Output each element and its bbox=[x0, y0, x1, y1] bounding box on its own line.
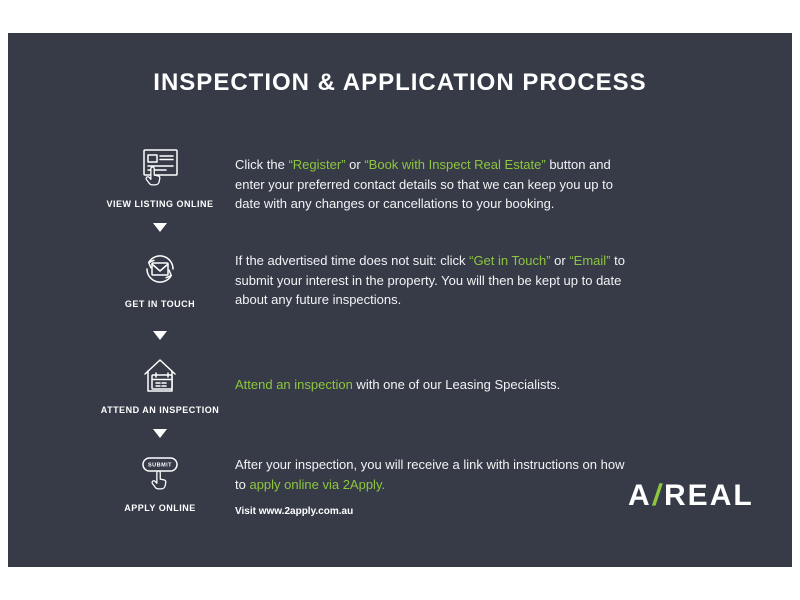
submit-button-text: SUBMIT bbox=[148, 463, 172, 469]
arrow-down-icon bbox=[100, 331, 220, 340]
step-3-description: Attend an inspection with one of our Lea… bbox=[235, 377, 561, 392]
step-1-description: Click the “Register” or “Book with Inspe… bbox=[235, 157, 613, 211]
areal-logo: A / REAL bbox=[628, 479, 754, 513]
arrow-triangle bbox=[153, 429, 167, 438]
apply-online-icon: SUBMIT bbox=[142, 457, 178, 490]
step-1-label: VIEW LISTING ONLINE bbox=[106, 199, 214, 209]
step-4-text-cell: After your inspection, you will receive … bbox=[235, 455, 637, 519]
step-2-label: GET IN TOUCH bbox=[124, 299, 196, 309]
view-listing-icon bbox=[143, 149, 178, 186]
step-3-label: ATTEND AN INSPECTION bbox=[100, 405, 220, 415]
hand-pointer-icon bbox=[151, 470, 167, 490]
step-1-icon-cell: VIEW LISTING ONLINE bbox=[100, 145, 220, 209]
attend-inspection-icon bbox=[144, 359, 176, 392]
step-4-description: After your inspection, you will receive … bbox=[235, 457, 625, 492]
logo-text-real: REAL bbox=[664, 479, 754, 512]
step-3-icon-cell: ATTEND AN INSPECTION bbox=[100, 351, 220, 415]
calendar-icon bbox=[151, 374, 173, 390]
page-title: INSPECTION & APPLICATION PROCESS bbox=[153, 69, 647, 96]
arrow-down-icon bbox=[100, 223, 220, 232]
step-2-description: If the advertised time does not suit: cl… bbox=[235, 253, 625, 307]
step-4-icon-cell: SUBMIT APPLY ONLINE bbox=[100, 449, 220, 513]
arrow-triangle bbox=[153, 331, 167, 340]
arrow-down-icon bbox=[100, 429, 220, 438]
step-4-label: APPLY ONLINE bbox=[124, 503, 196, 513]
logo-text-a: A bbox=[628, 479, 652, 512]
infographic-card: INSPECTION & APPLICATION PROCESS VIEW LI… bbox=[8, 33, 792, 567]
envelope-icon bbox=[151, 262, 169, 276]
visit-url-note: Visit www.2apply.com.au bbox=[235, 506, 354, 517]
step-2-icon-cell: GET IN TOUCH bbox=[100, 245, 220, 309]
arrow-triangle bbox=[153, 223, 167, 232]
hand-pointer-icon bbox=[145, 166, 161, 186]
get-in-touch-icon bbox=[146, 255, 174, 283]
